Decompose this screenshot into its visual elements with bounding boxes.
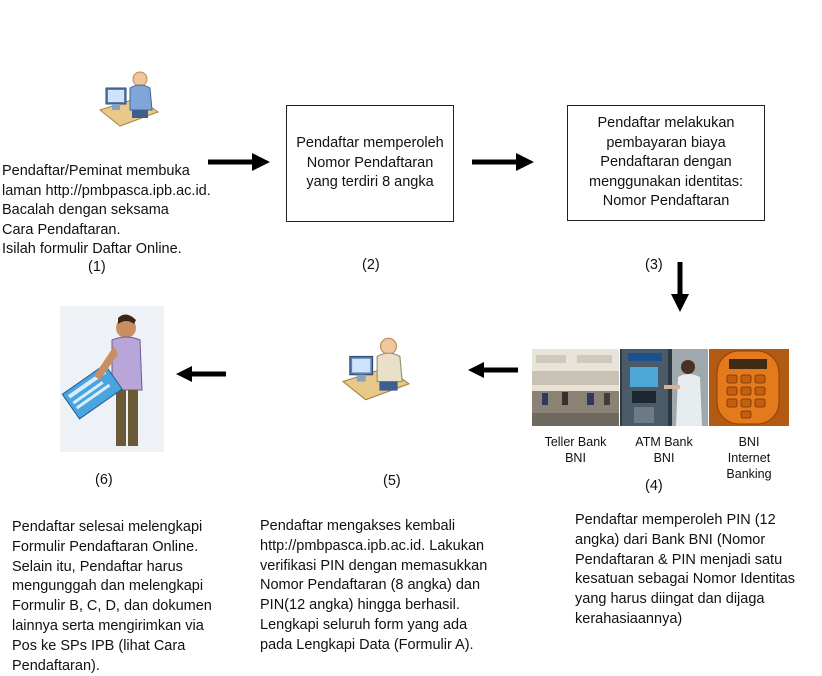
step6-line: Pos ke SPs IPB (lihat Cara: [12, 637, 186, 654]
step2-line: Nomor Pendaftaran: [306, 154, 434, 171]
step5-line: pada Lengkapi Data (Formulir A).: [260, 636, 474, 653]
step4-line: Pendaftar memperoleh PIN (12: [575, 512, 776, 528]
step6-line: Formulir B, C, D, dan dokumen: [12, 598, 212, 615]
step2-line: Pendaftar memperoleh: [296, 135, 444, 152]
atm-label-line: BNI: [653, 451, 675, 465]
step4-line: kerahasiaannya): [575, 610, 683, 627]
arrow-left-icon: [468, 362, 518, 378]
step5-line: Nomor Pendaftaran (8 angka) dan: [260, 577, 481, 594]
step6-line: Formulir Pendaftaran Online.: [12, 538, 199, 555]
bank-teller-photo: [532, 349, 619, 426]
arrow-left-icon: [176, 366, 226, 382]
step5-line: PIN(12 angka) hingga berhasil.: [260, 597, 460, 614]
arrow-right-icon: [472, 153, 534, 171]
step1-line: Cara Pendaftaran.: [2, 221, 121, 238]
step3-line: Nomor Pendaftaran: [602, 193, 730, 210]
step3-number: (3): [645, 257, 663, 273]
step1-line: Bacalah dengan seksama: [2, 202, 169, 218]
keypad-token-photo: [709, 349, 789, 426]
teller-label: Teller Bank BNI: [532, 434, 619, 466]
arrow-down-icon: [671, 262, 689, 312]
internet-banking-label-line: Internet: [727, 451, 771, 465]
computer-user-icon: [341, 337, 411, 401]
step4-line: yang harus diingat dan dijaga: [575, 591, 765, 608]
step6-line: lainnya serta mengirimkan via: [12, 617, 204, 634]
person-with-document-icon: [60, 306, 164, 452]
step4-line: kesatuan sebagai Nomor Identitas: [575, 571, 796, 588]
step3-line: Pendaftar melakukan: [597, 115, 735, 132]
step5-number: (5): [383, 473, 401, 489]
step1-number: (1): [88, 259, 106, 275]
atm-label: ATM Bank BNI: [620, 434, 708, 466]
internet-banking-label: BNI Internet Banking: [709, 434, 789, 482]
step6-line: Pendaftaran).: [12, 657, 100, 674]
step4-number: (4): [645, 478, 663, 494]
arrow-right-icon: [208, 153, 270, 171]
atm-photo: [620, 349, 708, 426]
teller-label-line: Teller Bank: [544, 435, 607, 449]
step3-box: Pendaftar melakukan pembayaran biaya Pen…: [567, 105, 765, 221]
step5-line: http://pmbpasca.ipb.ac.id. Lakukan: [260, 537, 485, 554]
step1-line: laman http://pmbpasca.ipb.ac.id.: [2, 182, 211, 199]
step5-line: Pendaftar mengakses kembali: [260, 518, 456, 534]
step6-line: Selain itu, Pendaftar harus: [12, 558, 183, 575]
step2-box: Pendaftar memperoleh Nomor Pendaftaran y…: [286, 105, 454, 222]
internet-banking-label-line: Banking: [726, 467, 772, 481]
step4-line: angka) dari Bank BNI (Nomor: [575, 531, 766, 548]
step3-line: Pendaftaran dengan: [600, 154, 732, 171]
step4-line: Pendaftaran & PIN menjadi satu: [575, 551, 783, 568]
step2-line: yang terdiri 8 angka: [306, 174, 434, 191]
step3-line: menggunakan identitas:: [589, 173, 743, 190]
step6-number: (6): [95, 472, 113, 488]
atm-label-line: ATM Bank: [635, 435, 693, 449]
computer-user-icon: [98, 71, 160, 127]
step6-line: mengunggah dan melengkapi: [12, 578, 204, 595]
teller-label-line: BNI: [565, 451, 586, 465]
step5-line: verifikasi PIN dengan memasukkan: [260, 557, 488, 574]
step5-line: Lengkapi seluruh form yang ada: [260, 616, 468, 633]
step3-line: pembayaran biaya: [606, 134, 726, 151]
step1-line: Pendaftar/Peminat membuka: [2, 163, 190, 179]
step2-number: (2): [362, 257, 380, 273]
step1-line: Isilah formulir Daftar Online.: [2, 241, 182, 257]
step6-line: Pendaftar selesai melengkapi: [12, 519, 203, 535]
internet-banking-label-line: BNI: [738, 435, 760, 449]
